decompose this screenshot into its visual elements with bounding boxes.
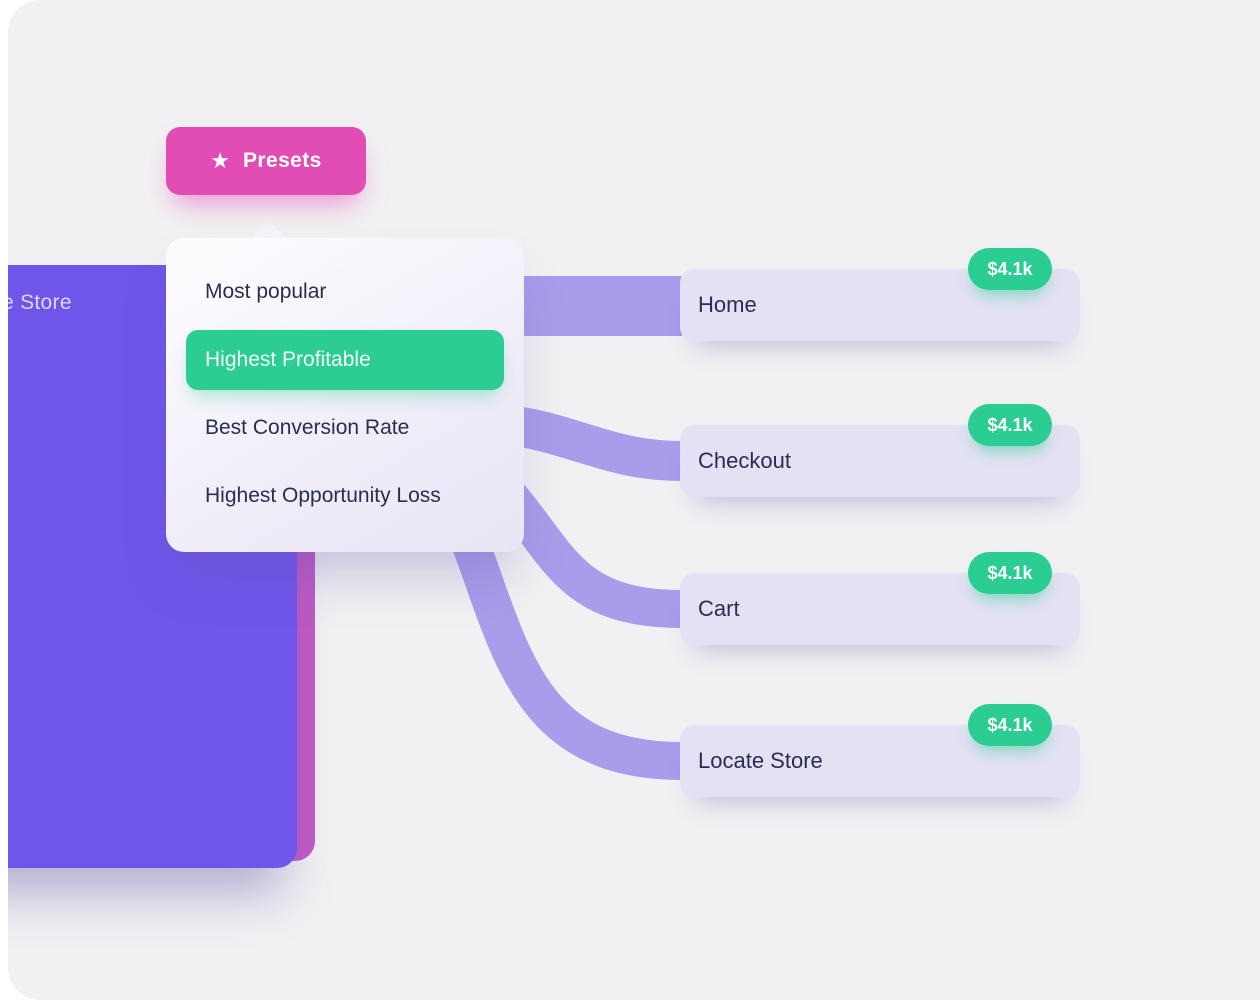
- connector-checkout: [496, 404, 683, 481]
- revenue-badge: $4.1k: [968, 404, 1052, 446]
- menu-item-highest-profitable[interactable]: Highest Profitable: [186, 330, 504, 390]
- flow-node-home[interactable]: Home $4.1k: [680, 248, 1080, 341]
- canvas: e Store Home $4.1k Checkout $4.1k Cart $…: [8, 0, 1260, 1000]
- menu-item-most-popular[interactable]: Most popular: [205, 280, 327, 303]
- flow-node-label: Locate Store: [698, 748, 823, 773]
- flow-node-label: Checkout: [698, 448, 791, 473]
- presets-menu: Most popular Highest Profitable Best Con…: [166, 238, 524, 552]
- flow-node-locate-store[interactable]: Locate Store $4.1k: [680, 704, 1080, 797]
- revenue-badge: $4.1k: [968, 248, 1052, 290]
- flow-node-label: Cart: [698, 596, 740, 621]
- revenue-badge: $4.1k: [968, 552, 1052, 594]
- presets-button-label: Presets: [243, 149, 322, 172]
- menu-item-highest-opportunity-loss[interactable]: Highest Opportunity Loss: [205, 484, 441, 507]
- revenue-badge: $4.1k: [968, 704, 1052, 746]
- presets-button[interactable]: ★ Presets: [166, 127, 366, 195]
- flow-node-label: Home: [698, 292, 757, 317]
- source-panel-label: e Store: [8, 291, 72, 314]
- connector-locate-store: [442, 508, 683, 780]
- star-icon: ★: [210, 148, 231, 173]
- menu-item-best-conversion-rate[interactable]: Best Conversion Rate: [205, 416, 410, 439]
- flow-node-cart[interactable]: Cart $4.1k: [680, 552, 1080, 645]
- flow-node-checkout[interactable]: Checkout $4.1k: [680, 404, 1080, 497]
